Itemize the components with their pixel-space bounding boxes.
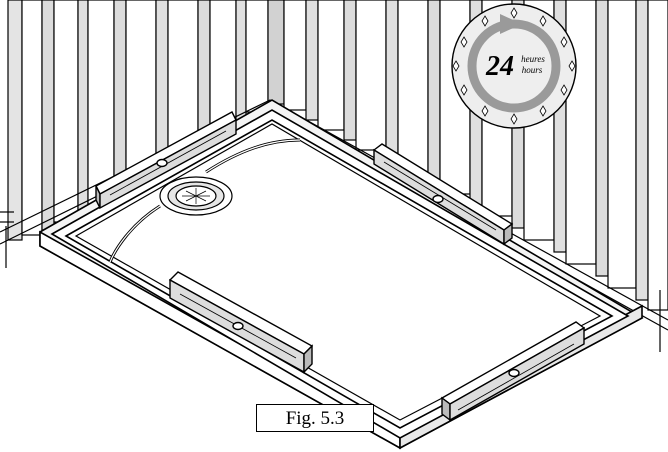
clock-word-top: heures [521,54,545,64]
clock-arrow-icon [500,14,522,34]
clock-ticks [452,7,576,125]
clock-word-bottom: hours [522,65,543,75]
drain [159,176,233,216]
wall-panels [7,0,668,311]
clock-number: 24 [485,51,514,82]
level-bar-top-right [372,143,514,246]
level-bar-bottom-left [168,271,314,374]
clock-badge: 24 heures hours [451,3,577,129]
level-bar-bottom-right [440,321,586,422]
level-bar-top-left [95,111,237,210]
figure-caption: Fig. 5.3 [256,404,374,432]
